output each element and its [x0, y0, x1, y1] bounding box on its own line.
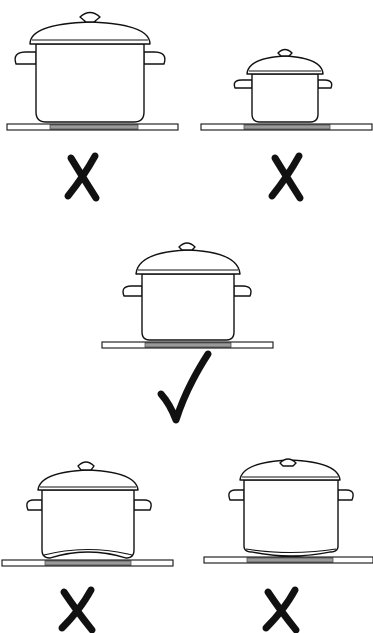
- hob-surface: [200, 123, 373, 131]
- panel-pot-too-small: [200, 48, 373, 202]
- panel-pot-concave-base: [1, 461, 174, 633]
- hotplate: [246, 557, 334, 563]
- convex-base-pot-icon: [228, 458, 354, 557]
- hotplate: [243, 124, 331, 130]
- cross-mark-icon: [268, 152, 304, 202]
- panel-pot-convex-base: [203, 458, 373, 633]
- panel-pot-correct-size: [101, 242, 274, 424]
- hotplate: [144, 342, 232, 348]
- hotplate: [49, 124, 139, 130]
- hotplate: [44, 560, 132, 566]
- correct-pot-icon: [122, 242, 252, 341]
- small-pot-icon: [233, 48, 333, 123]
- cross-mark-icon: [58, 586, 96, 633]
- large-pot-icon: [14, 11, 166, 123]
- cross-mark-icon: [262, 586, 300, 633]
- concave-base-pot-icon: [26, 461, 152, 559]
- panel-pot-too-large: [6, 11, 179, 202]
- hob-surface: [1, 559, 174, 567]
- hob-surface: [203, 556, 373, 564]
- cross-mark-icon: [64, 152, 100, 202]
- hob-surface: [101, 341, 274, 349]
- hob-surface: [6, 123, 179, 131]
- check-mark-icon: [157, 350, 212, 424]
